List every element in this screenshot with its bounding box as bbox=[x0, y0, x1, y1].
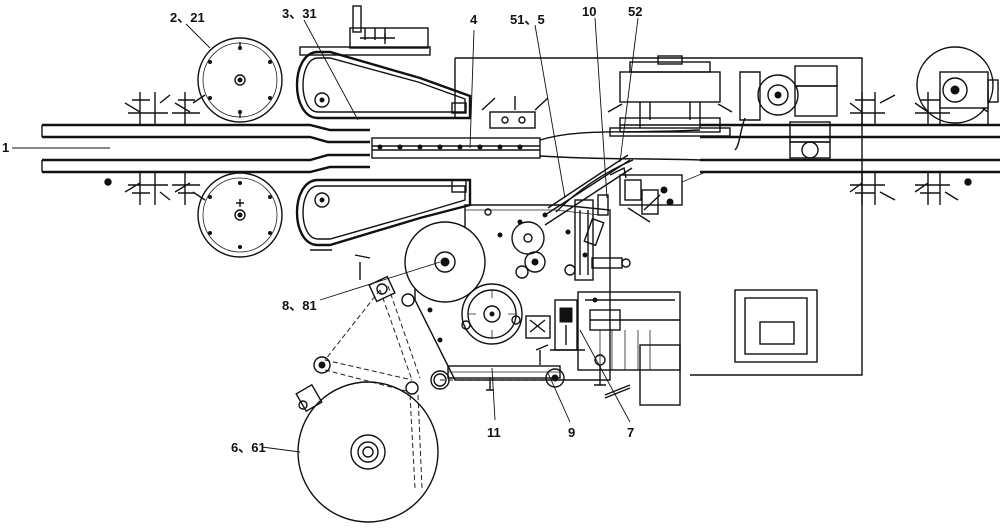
clamp-top-left bbox=[124, 92, 206, 125]
right-spool bbox=[916, 46, 999, 124]
label-10: 10 bbox=[582, 4, 596, 19]
drive-wheel-top bbox=[197, 37, 283, 123]
label-1: 1 bbox=[2, 140, 9, 155]
tension-arms bbox=[295, 275, 419, 413]
label-52: 52 bbox=[628, 4, 642, 19]
label-7: 7 bbox=[627, 425, 634, 440]
right-motor bbox=[734, 65, 838, 159]
belt-clamps bbox=[104, 92, 989, 205]
label-4: 4 bbox=[470, 12, 478, 27]
part-labels: 1 2、21 3、31 4 51、5 10 52 8、81 6、61 11 9 … bbox=[2, 4, 642, 455]
component-7 bbox=[550, 299, 606, 386]
label-2-21: 2、21 bbox=[170, 10, 205, 25]
tape-guides bbox=[544, 154, 634, 281]
label-8-81: 8、81 bbox=[282, 298, 317, 313]
leader-lines bbox=[12, 17, 639, 453]
label-51-5: 51、5 bbox=[510, 12, 545, 27]
control-box bbox=[577, 289, 818, 406]
main-frame bbox=[371, 57, 863, 376]
upper-press-unit bbox=[607, 55, 733, 137]
guide-bracket bbox=[619, 171, 707, 223]
belt-press-top bbox=[295, 5, 472, 120]
pressure-roller bbox=[461, 283, 523, 345]
clamp-bottom-left bbox=[104, 172, 206, 205]
label-6-61: 6、61 bbox=[231, 440, 266, 455]
label-11: 11 bbox=[487, 425, 501, 440]
drive-wheel-bottom bbox=[197, 172, 283, 258]
tape-roll-8 bbox=[404, 221, 546, 303]
label-9: 9 bbox=[568, 425, 575, 440]
lower-bar bbox=[430, 315, 565, 391]
clamp-bottom-right bbox=[849, 172, 972, 205]
label-3-31: 3、31 bbox=[282, 6, 317, 21]
swing-arm-links bbox=[324, 285, 555, 489]
